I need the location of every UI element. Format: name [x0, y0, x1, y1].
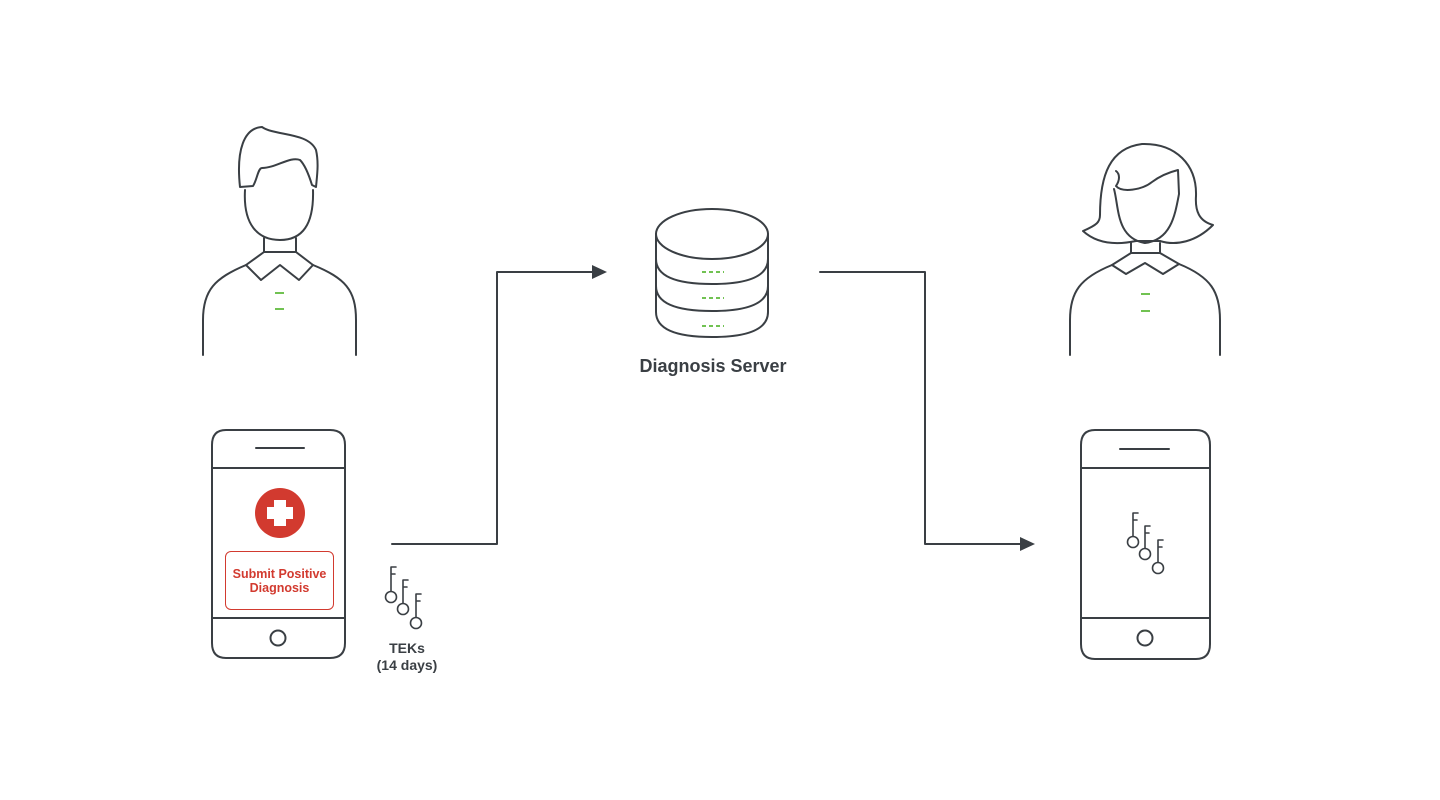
woman-icon: [1069, 142, 1221, 356]
sender-phone-icon: [211, 429, 346, 659]
received-keys-icon: [1126, 512, 1165, 575]
teks-label-duration: (14 days): [376, 657, 438, 673]
keys-icon: [384, 566, 423, 630]
teks-label-title: TEKs: [389, 640, 425, 656]
server-label: Diagnosis Server: [639, 356, 787, 376]
submit-positive-diagnosis-button[interactable]: Submit Positive Diagnosis: [225, 551, 334, 610]
medical-cross-icon: [255, 488, 305, 538]
download-arrow-icon: [819, 271, 1035, 551]
man-icon: [202, 126, 357, 356]
upload-arrow-icon: [391, 265, 607, 545]
receiver-phone-icon: [1080, 429, 1211, 660]
server-icon: [655, 208, 769, 338]
teks-label: TEKs (14 days): [360, 640, 454, 674]
